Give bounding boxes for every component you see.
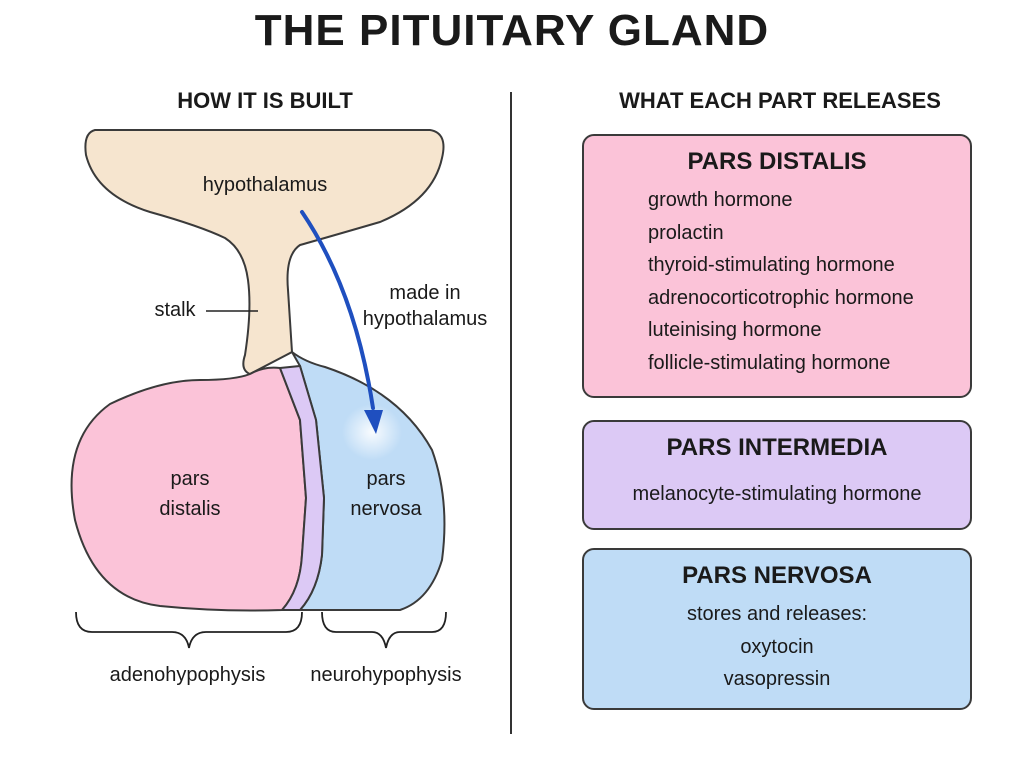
hormone-arrowhead [364, 410, 383, 434]
hormone-arrow [300, 210, 375, 410]
pars-intermedia-hormone-list: melanocyte-stimulating hormone [584, 478, 970, 511]
hypothalamus-shape [84, 129, 445, 376]
pars-intermedia-card-title: PARS INTERMEDIA [666, 434, 888, 461]
structure-heading: HOW IT IS BUILT [177, 88, 353, 113]
list-item: thyroid-stimulating hormone [648, 254, 895, 276]
pars-intermedia-card: PARS INTERMEDIA melanocyte-stimulating h… [582, 420, 972, 530]
list-item: vasopressin [723, 668, 831, 690]
pars-nervosa-hormone-list: stores and releases: oxytocin vasopressi… [584, 598, 970, 696]
stalk-label: stalk [154, 299, 196, 321]
list-item: luteinising hormone [648, 319, 822, 341]
pars-distalis-card-title: PARS DISTALIS [687, 148, 867, 175]
list-item: melanocyte-stimulating hormone [632, 483, 922, 505]
adenohypophysis-brace [75, 611, 303, 649]
arrow-label-line1: made in [389, 282, 461, 304]
pars-nervosa-card-title: PARS NERVOSA [682, 562, 872, 589]
pituitary-diagram [70, 129, 447, 649]
pars-distalis-label-line1: pars [170, 468, 210, 490]
list-item: prolactin [648, 221, 724, 244]
adenohypophysis-label: adenohypophysis [109, 664, 266, 686]
pars-nervosa-card: PARS NERVOSA stores and releases: oxytoc… [582, 548, 972, 710]
pars-distalis-label-line2: distalis [159, 498, 221, 520]
neurohypophysis-label: neurohypophysis [310, 664, 462, 686]
pars-distalis-card: PARS DISTALIS growth hormone prolactin t… [582, 134, 972, 398]
pars-distalis-hormone-list: growth hormone prolactin thyroid-stimula… [648, 184, 970, 379]
list-item: follicle-stimulating hormone [648, 351, 891, 374]
hypothalamus-label: hypothalamus [202, 174, 328, 196]
page-title: THE PITUITARY GLAND [254, 6, 770, 55]
list-item: stores and releases: [686, 603, 868, 625]
list-item: oxytocin [740, 635, 814, 658]
secretions-heading: WHAT EACH PART RELEASES [619, 88, 941, 113]
pars-intermedia-shape [278, 364, 326, 611]
list-item: growth hormone [648, 189, 793, 211]
column-divider [510, 92, 512, 734]
neurohypophysis-brace [321, 611, 447, 649]
pars-nervosa-label-line2: nervosa [350, 498, 422, 520]
pars-nervosa-label-line1: pars [366, 468, 406, 490]
list-item: adrenocorticotrophic hormone [648, 286, 914, 309]
arrow-label-line2: hypothalamus [362, 308, 488, 330]
